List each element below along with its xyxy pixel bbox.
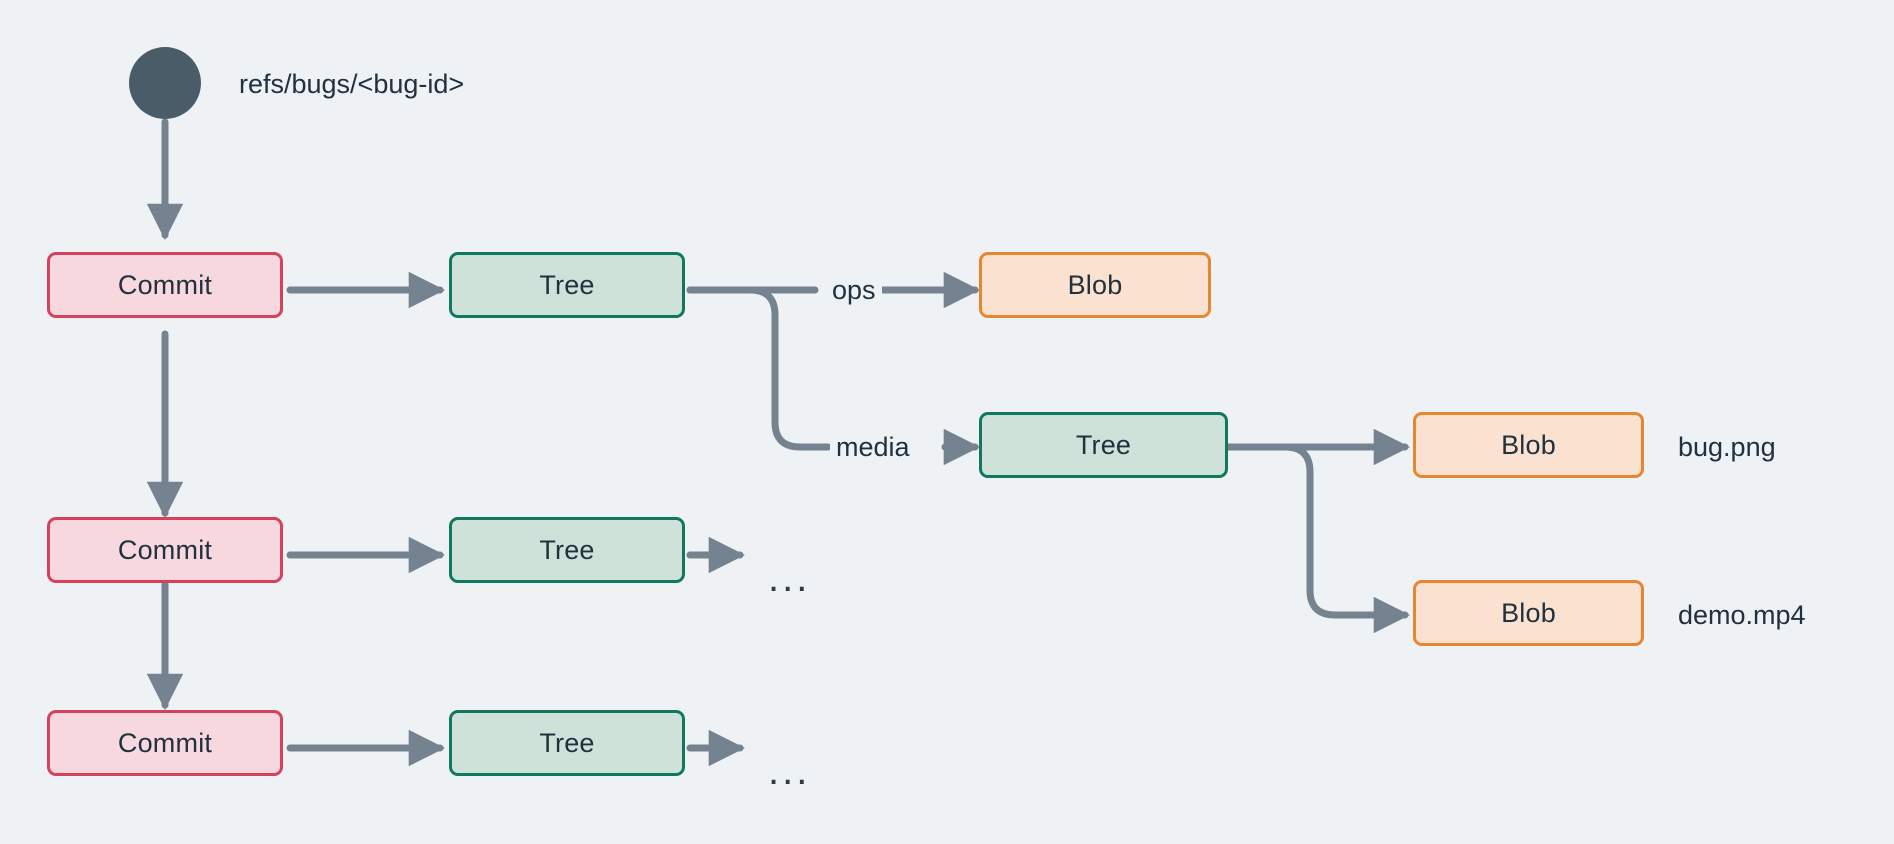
node-commit-1[interactable]: Commit <box>47 252 283 318</box>
ref-dot[interactable] <box>129 47 201 119</box>
node-tree-3[interactable]: Tree <box>449 710 685 776</box>
file-label-demo-mp4: demo.mp4 <box>1678 600 1806 630</box>
node-blob-demo-mp4[interactable]: Blob <box>1413 580 1644 646</box>
node-blob-bug-png[interactable]: Blob <box>1413 412 1644 478</box>
ellipsis-after-tree-2: ... <box>768 556 811 600</box>
node-label: Blob <box>1067 269 1123 300</box>
edge-treemedia-to-blobmp4 <box>1224 443 1411 634</box>
ref-label: refs/bugs/<bug-id> <box>239 69 465 99</box>
node-label: Tree <box>1075 429 1132 460</box>
edge-label-ops: ops <box>826 277 882 304</box>
node-tree-media[interactable]: Tree <box>979 412 1228 478</box>
node-label: Commit <box>117 534 213 565</box>
node-commit-3[interactable]: Commit <box>47 710 283 776</box>
node-label: Tree <box>539 727 595 758</box>
edge-tree1-branch-media <box>686 286 832 451</box>
edge-label-media: media <box>830 434 916 461</box>
node-label: Blob <box>1501 429 1556 460</box>
ellipsis-after-tree-3: ... <box>768 749 811 793</box>
node-label: Tree <box>539 534 595 565</box>
file-label-bug-png: bug.png <box>1678 432 1776 462</box>
node-blob-ops[interactable]: Blob <box>979 252 1211 318</box>
node-label: Commit <box>117 727 213 758</box>
node-tree-2[interactable]: Tree <box>449 517 685 583</box>
node-commit-2[interactable]: Commit <box>47 517 283 583</box>
node-label: Blob <box>1501 597 1556 628</box>
node-label: Commit <box>117 269 213 300</box>
node-tree-1[interactable]: Tree <box>449 252 685 318</box>
node-label: Tree <box>539 269 595 300</box>
